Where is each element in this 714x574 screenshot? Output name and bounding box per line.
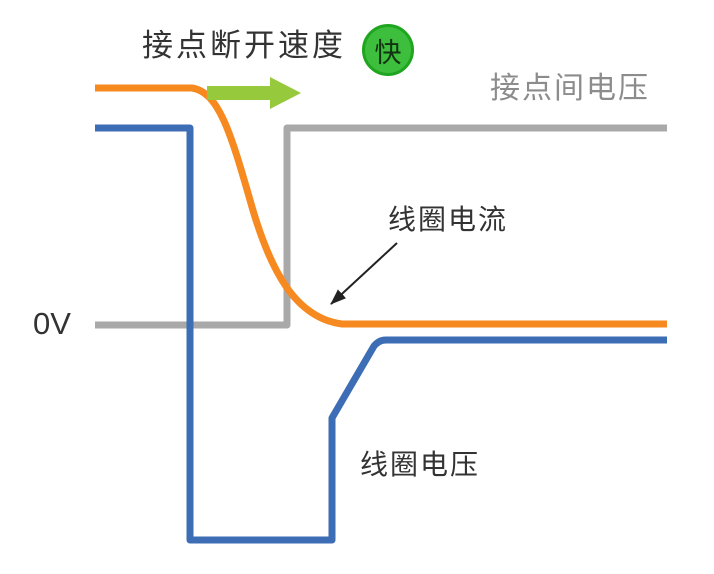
annotation-arrow [330, 242, 398, 305]
coil-current-label: 线圈电流 [388, 204, 509, 235]
series-contact-voltage [95, 124, 667, 329]
zero-volt-label: 0V [33, 306, 71, 341]
coil-voltage-label: 线圈电压 [360, 449, 481, 480]
speed-arrow-icon [207, 77, 301, 109]
series-coil-voltage [95, 124, 667, 544]
contact-voltage-label: 接点间电压 [490, 72, 650, 105]
series-coil-current [95, 84, 667, 328]
diagram-title: 接点断开速度 [142, 28, 346, 63]
fast-badge: 快 [362, 24, 414, 76]
fast-badge-text: 快 [374, 37, 402, 68]
